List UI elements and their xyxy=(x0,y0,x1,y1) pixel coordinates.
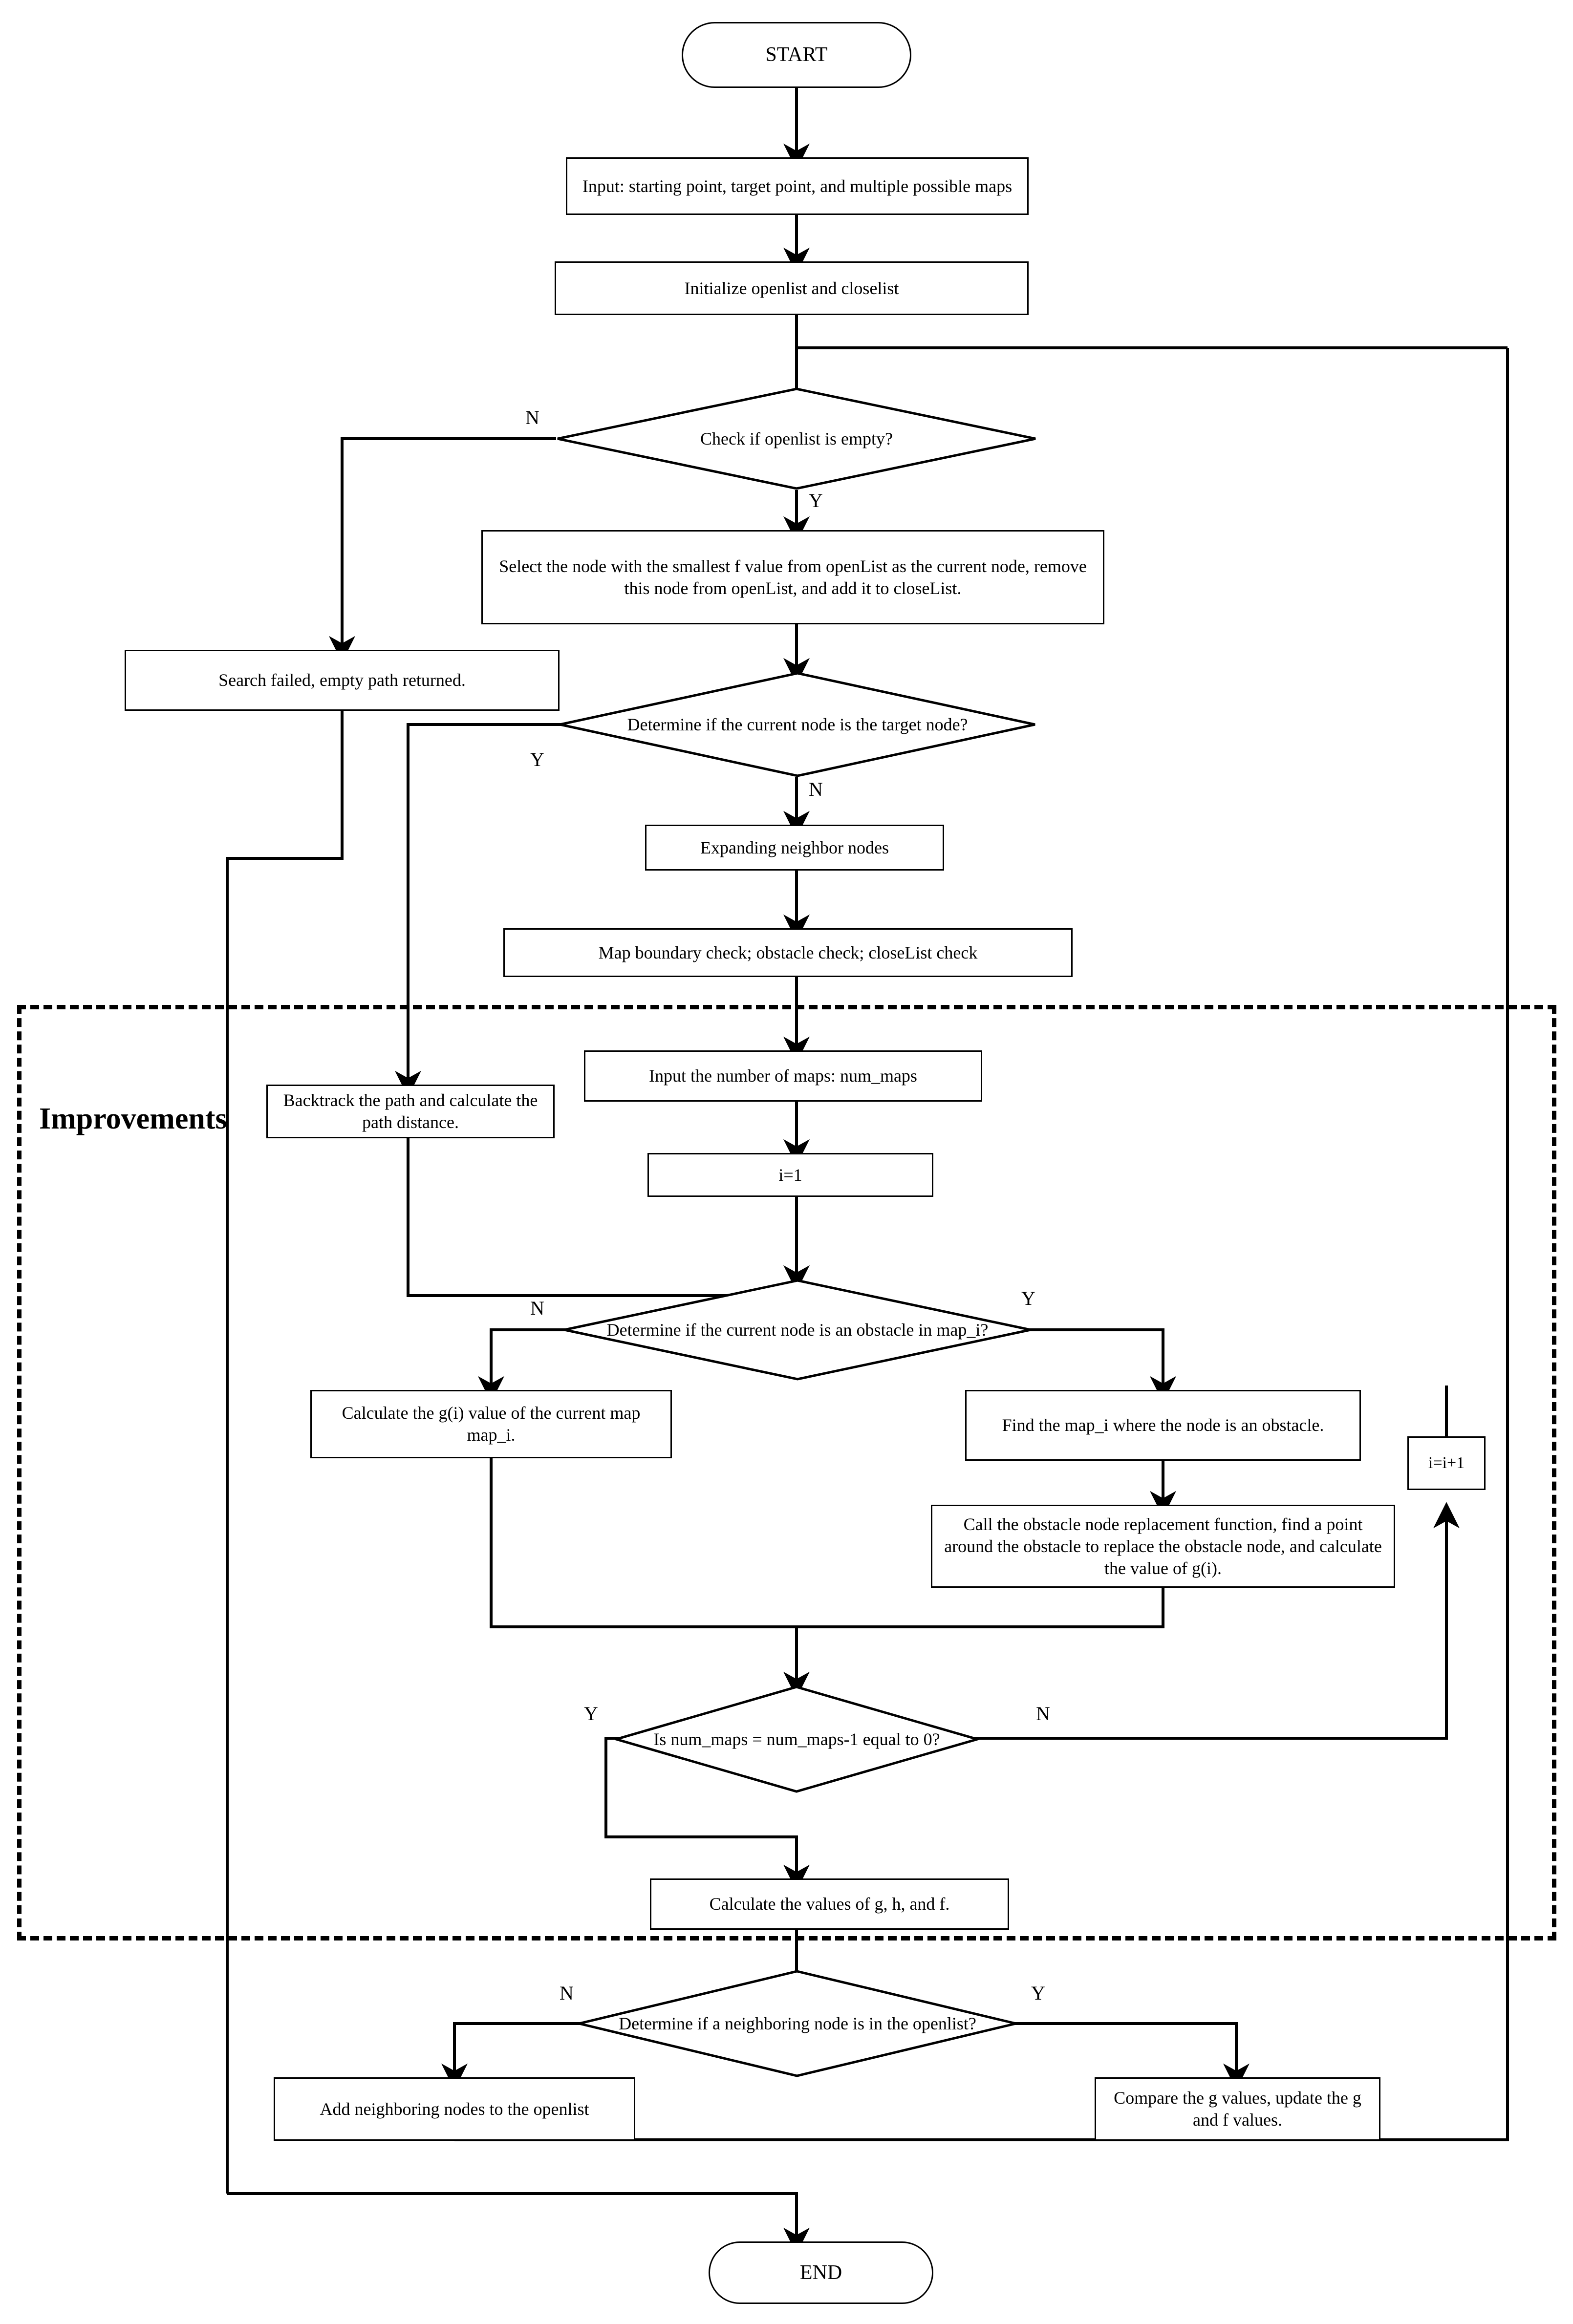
process-boundary-checks-label: Map boundary check; obstacle check; clos… xyxy=(598,942,978,962)
end-label: END xyxy=(799,2261,842,2284)
process-search-failed-label: Search failed, empty path returned. xyxy=(218,670,466,690)
process-select-node[interactable]: Select the node with the smallest f valu… xyxy=(481,530,1104,624)
branch-label-is-target-no: N xyxy=(809,778,823,800)
start-terminal[interactable]: START xyxy=(682,22,911,88)
process-backtrack[interactable]: Backtrack the path and calculate the pat… xyxy=(266,1085,555,1138)
process-add-neighbors-label: Add neighboring nodes to the openlist xyxy=(320,2099,589,2119)
process-input-points[interactable]: Input: starting point, target point, and… xyxy=(566,157,1029,215)
process-select-node-label: Select the node with the smallest f valu… xyxy=(499,556,1087,598)
branch-label-num-maps-no: N xyxy=(1036,1703,1050,1725)
decision-is-obstacle[interactable]: Determine if the current node is an obst… xyxy=(563,1279,1032,1381)
decision-openlist-empty[interactable]: Check if openlist is empty? xyxy=(556,387,1037,490)
process-backtrack-label: Backtrack the path and calculate the pat… xyxy=(283,1090,538,1132)
process-i-increment-label: i=i+1 xyxy=(1428,1453,1465,1472)
decision-openlist-empty-shape xyxy=(557,387,1036,490)
branch-label-openlist-empty-no: N xyxy=(525,406,539,428)
branch-label-is-obstacle-no: N xyxy=(530,1297,544,1319)
decision-num-maps-zero[interactable]: Is num_maps = num_maps-1 equal to 0? xyxy=(612,1685,982,1793)
process-input-points-label: Input: starting point, target point, and… xyxy=(582,176,1013,196)
decision-is-target[interactable]: Determine if the current node is the tar… xyxy=(559,672,1036,777)
improvements-region xyxy=(17,1005,1556,1940)
process-calc-gi-label: Calculate the g(i) value of the current … xyxy=(342,1403,641,1445)
branch-label-is-obstacle-yes: Y xyxy=(1021,1287,1035,1309)
process-find-map-label: Find the map_i where the node is an obst… xyxy=(1002,1415,1324,1435)
process-i-init[interactable]: i=1 xyxy=(647,1153,933,1197)
improvements-label: Improvements xyxy=(39,1102,227,1135)
process-init-lists[interactable]: Initialize openlist and closelist xyxy=(555,261,1029,315)
branch-label-in-openlist-yes: Y xyxy=(1031,1982,1045,2004)
process-boundary-checks[interactable]: Map boundary check; obstacle check; clos… xyxy=(503,928,1073,977)
decision-is-obstacle-shape xyxy=(564,1279,1031,1381)
process-i-increment[interactable]: i=i+1 xyxy=(1407,1436,1486,1490)
decision-in-openlist[interactable]: Determine if a neighboring node is in th… xyxy=(578,1970,1017,2077)
branch-label-is-target-yes: Y xyxy=(530,748,544,770)
branch-label-in-openlist-no: N xyxy=(560,1982,574,2004)
process-search-failed[interactable]: Search failed, empty path returned. xyxy=(125,650,560,711)
process-calc-gi[interactable]: Calculate the g(i) value of the current … xyxy=(310,1390,672,1458)
process-compare-g[interactable]: Compare the g values, update the g and f… xyxy=(1095,2077,1380,2141)
process-compare-g-label: Compare the g values, update the g and f… xyxy=(1114,2088,1361,2130)
process-init-lists-label: Initialize openlist and closelist xyxy=(684,278,899,298)
process-call-replacement[interactable]: Call the obstacle node replacement funct… xyxy=(931,1505,1395,1588)
process-expand-neighbors-label: Expanding neighbor nodes xyxy=(700,837,889,857)
process-input-num-maps[interactable]: Input the number of maps: num_maps xyxy=(584,1050,982,1102)
decision-is-target-shape xyxy=(560,672,1035,777)
process-add-neighbors[interactable]: Add neighboring nodes to the openlist xyxy=(274,2077,635,2141)
decision-in-openlist-shape xyxy=(579,1970,1016,2077)
branch-label-num-maps-yes: Y xyxy=(584,1703,598,1725)
process-expand-neighbors[interactable]: Expanding neighbor nodes xyxy=(645,825,944,871)
process-find-map[interactable]: Find the map_i where the node is an obst… xyxy=(965,1390,1361,1461)
start-label: START xyxy=(765,43,828,66)
branch-label-openlist-empty-yes: Y xyxy=(809,490,823,512)
process-call-replacement-label: Call the obstacle node replacement funct… xyxy=(944,1514,1382,1578)
end-terminal[interactable]: END xyxy=(709,2241,933,2304)
decision-num-maps-zero-shape xyxy=(612,1685,982,1793)
process-calc-ghf[interactable]: Calculate the values of g, h, and f. xyxy=(650,1878,1009,1930)
process-calc-ghf-label: Calculate the values of g, h, and f. xyxy=(709,1894,950,1914)
process-i-init-label: i=1 xyxy=(778,1165,802,1185)
process-input-num-maps-label: Input the number of maps: num_maps xyxy=(649,1066,917,1086)
